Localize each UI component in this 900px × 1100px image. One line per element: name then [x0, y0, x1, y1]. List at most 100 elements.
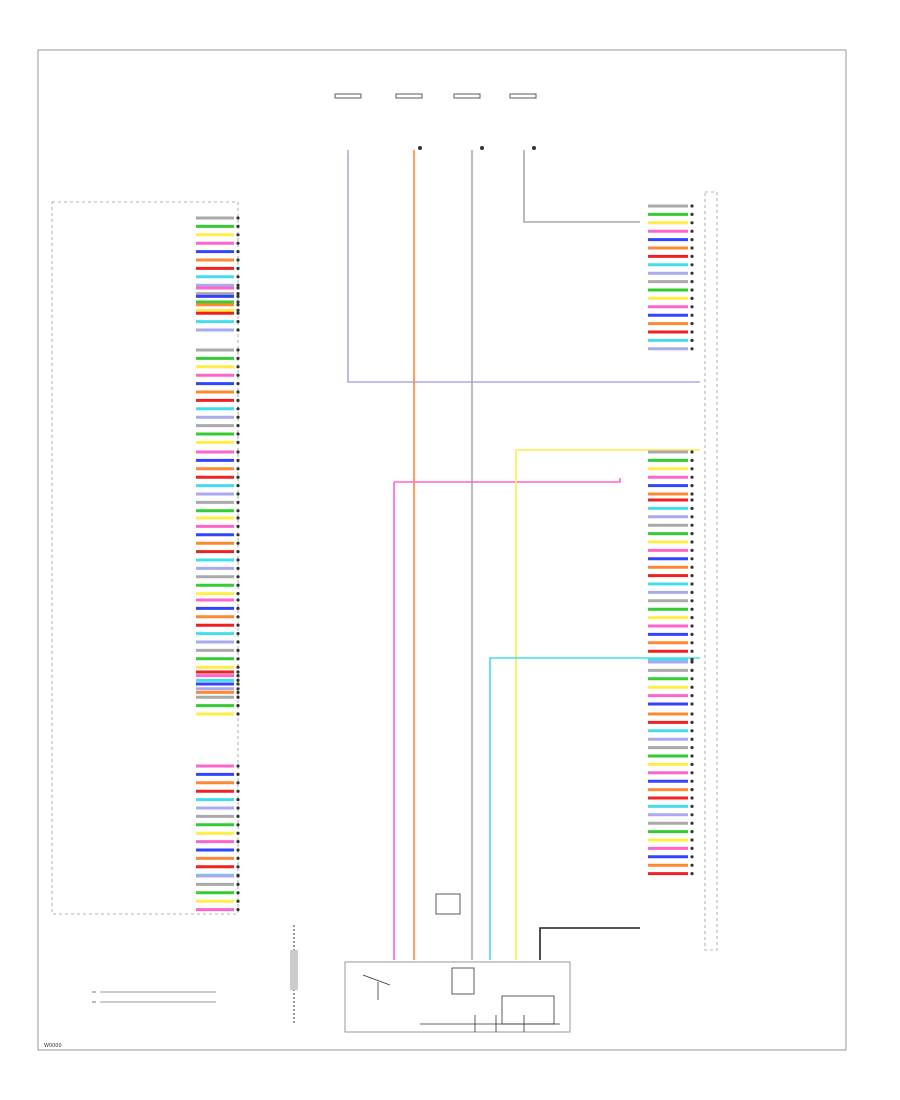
- pin-dot: [690, 712, 694, 716]
- bottom-relay-component: [344, 893, 571, 1033]
- pin-dot: [690, 263, 694, 267]
- pin-dot: [236, 541, 240, 545]
- pin-dot: [236, 823, 240, 827]
- pin-dot: [690, 532, 694, 536]
- pin-dot: [690, 540, 694, 544]
- pin-dot: [236, 500, 240, 504]
- pin-dot: [690, 872, 694, 876]
- pin-dot: [690, 746, 694, 750]
- pin-dot: [690, 641, 694, 645]
- diagram-frame: [37, 49, 847, 1051]
- pin-dot: [236, 648, 240, 653]
- pin-dot: [236, 303, 240, 307]
- pin-dot: [236, 320, 240, 324]
- pin-dot: [236, 806, 240, 810]
- pin-dot: [690, 582, 694, 586]
- pin-dot: [236, 674, 240, 678]
- pin-dot: [236, 712, 240, 716]
- pin-dot: [690, 296, 694, 300]
- pin-dot: [690, 590, 694, 595]
- pin-dot: [236, 356, 240, 360]
- pin-dot: [236, 516, 240, 520]
- wire-group: [347, 150, 700, 960]
- pin-dot: [690, 729, 694, 733]
- pin-dot: [236, 509, 240, 513]
- pin-dot: [690, 607, 694, 611]
- pin-dot: [690, 458, 694, 462]
- pin-dot: [236, 606, 240, 611]
- pin-dot: [236, 492, 240, 496]
- pin-dot: [236, 690, 240, 695]
- pin-dot: [236, 575, 240, 579]
- pin-dot: [236, 874, 240, 878]
- right-connector-pins: [648, 204, 694, 876]
- pin-dot: [236, 891, 240, 895]
- pin-dot: [236, 432, 240, 436]
- pin-dot: [690, 771, 694, 775]
- pin-dot: [690, 685, 694, 689]
- pin-dot: [236, 373, 240, 377]
- pin-dot: [236, 899, 240, 903]
- pin-dot: [236, 640, 240, 644]
- pin-dot: [236, 687, 240, 691]
- pin-dot: [236, 467, 240, 471]
- pin-dot: [690, 338, 694, 342]
- pin-dot: [236, 865, 240, 869]
- pin-dot: [236, 558, 240, 562]
- pin-dot: [236, 772, 240, 777]
- pin-dot: [236, 882, 240, 887]
- pin-dot: [236, 365, 240, 369]
- pin-dot: [236, 695, 240, 699]
- pin-dot: [236, 623, 240, 627]
- wire-cyan: [489, 657, 700, 960]
- pin-dot: [690, 204, 694, 208]
- pin-dot: [236, 533, 240, 537]
- pin-dot: [236, 831, 240, 835]
- pin-dot: [690, 779, 694, 783]
- pin-dot: [236, 308, 240, 312]
- wire-gray-top: [523, 150, 640, 223]
- pin-dot: [236, 665, 240, 669]
- pin-dot: [236, 233, 240, 237]
- pin-dot: [236, 781, 240, 785]
- pin-dot: [690, 660, 694, 664]
- pin-dot: [236, 484, 240, 488]
- pin-dot: [236, 856, 240, 861]
- pin-dot: [690, 322, 694, 326]
- pin-dot: [690, 313, 694, 317]
- pin-dot: [236, 286, 240, 290]
- pin-dot: [690, 574, 694, 578]
- wire-lavender: [347, 150, 700, 383]
- pin-dot: [236, 407, 240, 411]
- pin-dot: [236, 258, 240, 262]
- pin-dot: [236, 424, 240, 428]
- pin-dot: [236, 241, 240, 245]
- pin-dot: [690, 475, 694, 479]
- pin-dot: [690, 557, 694, 561]
- pin-dot: [236, 275, 240, 279]
- pin-dot: [236, 224, 240, 228]
- left-module-outline: [51, 201, 239, 915]
- pin-dot: [690, 649, 694, 653]
- pin-dot: [690, 754, 694, 758]
- pin-dot: [236, 458, 240, 462]
- pin-dot: [690, 254, 694, 258]
- pin-dot: [690, 838, 694, 842]
- pin-dot: [236, 908, 240, 912]
- pin-dot: [236, 250, 240, 254]
- pin-dot: [690, 523, 694, 527]
- pin-dot: [236, 440, 240, 444]
- pin-dot: [236, 632, 240, 636]
- pin-dot: [236, 682, 240, 686]
- pin-dot: [236, 670, 240, 674]
- pin-dot: [690, 450, 694, 454]
- pin-dot: [690, 330, 694, 334]
- pin-dot: [690, 804, 694, 809]
- pin-dot: [236, 848, 240, 852]
- pin-dot: [690, 229, 694, 233]
- pin-dot: [690, 846, 694, 851]
- pin-dot: [236, 390, 240, 394]
- pin-dot: [690, 515, 694, 519]
- pin-dot: [236, 814, 240, 819]
- pin-dot: [690, 694, 694, 698]
